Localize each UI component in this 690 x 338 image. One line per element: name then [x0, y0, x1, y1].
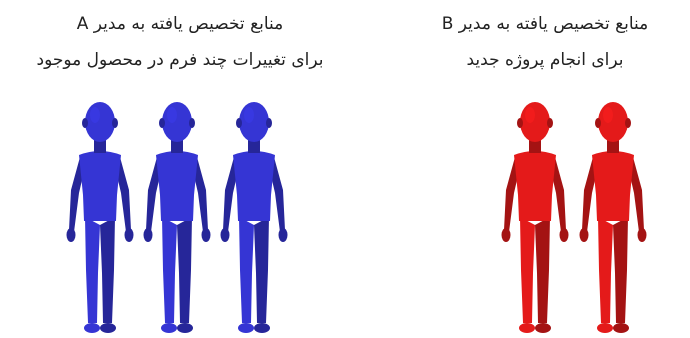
caption-manager-b: منابع تخصیص یافته به مدیر B برای انجام پ…	[400, 6, 690, 78]
manager-b-person-figure-icon-1	[502, 102, 569, 333]
caption-a-line1: منابع تخصیص یافته به مدیر A	[0, 6, 360, 42]
manager-a-person-figure-icon-3	[221, 102, 288, 333]
caption-b-line1: منابع تخصیص یافته به مدیر B	[400, 6, 690, 42]
caption-manager-a: منابع تخصیص یافته به مدیر A برای تغییرات…	[0, 6, 360, 78]
manager-a-resource-figures	[60, 95, 300, 338]
manager-a-person-figure-icon-2	[144, 102, 211, 333]
manager-b-person-figure-icon-2	[580, 102, 647, 333]
caption-a-line2: برای تغییرات چند فرم در محصول موجود	[0, 42, 360, 78]
manager-a-person-figure-icon-1	[67, 102, 134, 333]
manager-b-resource-figures	[495, 95, 655, 338]
caption-b-line2: برای انجام پروژه جدید	[400, 42, 690, 78]
